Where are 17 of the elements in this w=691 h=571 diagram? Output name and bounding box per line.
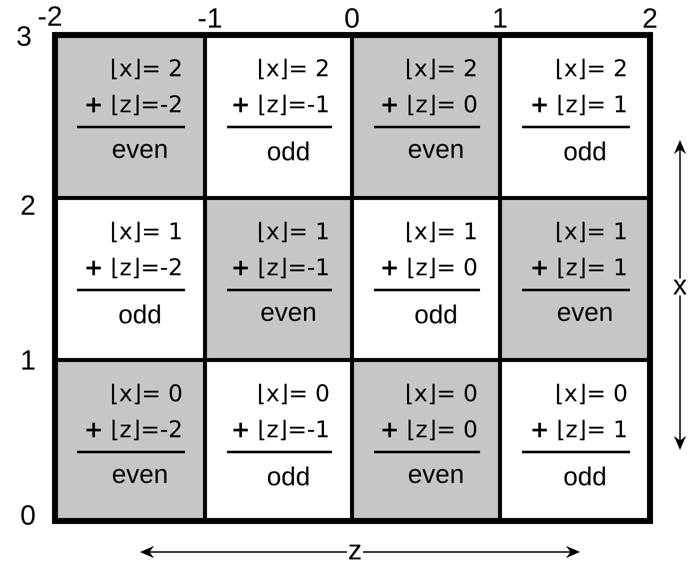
axis-tick-label: 2 [644, 8, 656, 28]
grid-cell: ⌊x⌋= 2 + ⌊z⌋=-2 even [53, 33, 207, 200]
axis-tick-label: 0 [345, 8, 359, 28]
axis-tick-label: -1 [198, 8, 222, 28]
axis-tick-label: 0 [21, 505, 35, 525]
axis-tick-label: -2 [38, 6, 62, 26]
axis-tick-label: 2 [22, 195, 34, 215]
axis-label: x [672, 278, 688, 296]
axis-tick-label: 1 [22, 350, 34, 370]
grid-cell: ⌊x⌋= 2 + ⌊z⌋= 0 even [350, 33, 502, 200]
grid-cell: ⌊x⌋= 0 + ⌊z⌋=-2 even [53, 358, 207, 523]
grid-cell: ⌊x⌋= 1 + ⌊z⌋= 1 even [498, 196, 652, 362]
grid-cell: ⌊x⌋= 1 + ⌊z⌋=-1 even [203, 196, 354, 362]
grid-cell: ⌊x⌋= 0 + ⌊z⌋= 0 even [350, 358, 502, 523]
axis-tick-label: 1 [494, 8, 506, 28]
axis-label: z [347, 544, 363, 560]
axis-tick-label: 3 [17, 26, 31, 46]
